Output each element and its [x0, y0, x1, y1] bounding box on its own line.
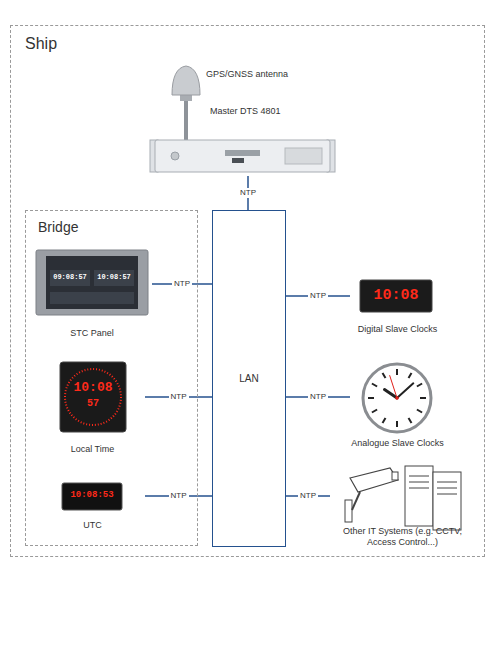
- display-reading: 10:08: [73, 381, 112, 395]
- node-label: LAN: [239, 373, 258, 385]
- device-node: Local Time: [40, 360, 145, 458]
- display-reading: 10:08: [373, 288, 418, 305]
- node-label: Local Time: [40, 444, 145, 455]
- server-rack-part: [437, 488, 457, 489]
- master-clock-device-part: [155, 140, 330, 172]
- node-label: STC Panel: [32, 328, 152, 339]
- cctv-camera-part: [350, 468, 398, 492]
- cctv-camera-part: [345, 500, 352, 522]
- analogue-slave-clock-part: [383, 418, 386, 423]
- display-reading: 57: [87, 398, 99, 409]
- lan-box: LAN: [212, 210, 286, 547]
- device-node: STC Panel: [32, 248, 152, 342]
- stc-panel-part: [50, 292, 134, 304]
- gnss-antenna-part: [184, 100, 188, 140]
- analogue-slave-clock-part: [420, 397, 426, 399]
- node-label: Other IT Systems (e.g. CCTV, Access Cont…: [330, 526, 475, 548]
- server-rack-part: [409, 476, 429, 477]
- region-title: Ship: [25, 34, 57, 53]
- analogue-slave-clock-part: [383, 373, 386, 378]
- gnss-antenna-part: [172, 66, 200, 95]
- analogue-slave-clock-part: [372, 410, 377, 413]
- edge-label: NTP: [169, 491, 189, 501]
- analogue-slave-clock-part: [409, 373, 412, 378]
- master-clock-device-part: [232, 158, 244, 163]
- local-time-clock-part: [65, 369, 121, 425]
- part-label: GPS/GNSS antenna: [206, 70, 288, 80]
- edge-label: NTP: [308, 392, 328, 402]
- analogue-slave-clock-part: [372, 384, 377, 387]
- stc-panel-part: [50, 270, 90, 286]
- node-label: Analogue Slave Clocks: [350, 438, 445, 449]
- device-node: Analogue Slave Clocks: [350, 360, 445, 452]
- edge-label: NTP: [172, 279, 192, 289]
- master-clock-device-part: [285, 148, 322, 164]
- stc-panel-part: [36, 250, 148, 315]
- master-clock-device-part: [171, 152, 179, 160]
- edge-label: NTP: [169, 392, 189, 402]
- gnss-antenna: [172, 66, 200, 140]
- stc-panel-part: [94, 270, 134, 286]
- master-clock-device: [150, 140, 335, 172]
- server-rack-part: [433, 472, 461, 530]
- cctv-camera-part: [392, 472, 398, 480]
- local-time-clock: [60, 362, 126, 432]
- server-rack-part: [405, 466, 433, 526]
- master-clock: Master DTS 4801: [150, 104, 335, 176]
- digital-slave-clock: [360, 280, 432, 312]
- server-rack-part: [409, 482, 429, 483]
- stc-panel-part: [46, 256, 138, 309]
- edge-label: NTP: [298, 491, 318, 501]
- server-rack-part: [437, 494, 457, 495]
- analogue-slave-clock-part: [363, 364, 431, 432]
- master-clock-device-part: [225, 150, 260, 156]
- analogue-slave-clock-part: [396, 421, 398, 427]
- digital-slave-clock-part: [360, 280, 432, 312]
- analogue-slave-clock-part: [390, 375, 397, 398]
- server-rack: [405, 466, 461, 530]
- device-node: Other IT Systems (e.g. CCTV, Access Cont…: [330, 462, 475, 552]
- gnss-antenna-part: [180, 95, 192, 101]
- analogue-slave-clock-part: [395, 396, 399, 400]
- server-rack-part: [409, 488, 429, 489]
- display-reading: 10:08:57: [97, 274, 131, 282]
- node-label: Digital Slave Clocks: [350, 324, 445, 335]
- analogue-slave-clock-part: [417, 410, 422, 413]
- display-reading: 10:08:53: [70, 491, 113, 501]
- device-node: Digital Slave Clocks: [350, 276, 445, 338]
- utc-clock: [62, 483, 122, 510]
- analogue-slave-clock-part: [368, 369, 426, 427]
- device-node: UTC: [40, 478, 145, 534]
- node-label: Master DTS 4801: [210, 106, 281, 117]
- region-title: Bridge: [38, 219, 78, 236]
- analogue-slave-clock-part: [417, 384, 422, 387]
- cctv-camera: [345, 468, 398, 522]
- analogue-slave-clock: [363, 364, 431, 432]
- cctv-camera-part: [352, 492, 360, 510]
- local-time-clock-part: [60, 362, 126, 432]
- edge-label: NTP: [308, 291, 328, 301]
- analogue-slave-clock-part: [368, 397, 374, 399]
- utc-clock-part: [62, 483, 122, 510]
- stc-panel: [36, 250, 148, 315]
- node-label: UTC: [40, 520, 145, 531]
- analogue-slave-clock-part: [396, 369, 398, 375]
- server-rack-part: [437, 482, 457, 483]
- analogue-slave-clock-part: [409, 418, 412, 423]
- display-reading: 09:08:57: [53, 274, 87, 282]
- edge-label: NTP: [238, 188, 258, 198]
- analogue-slave-clock-part: [397, 383, 413, 398]
